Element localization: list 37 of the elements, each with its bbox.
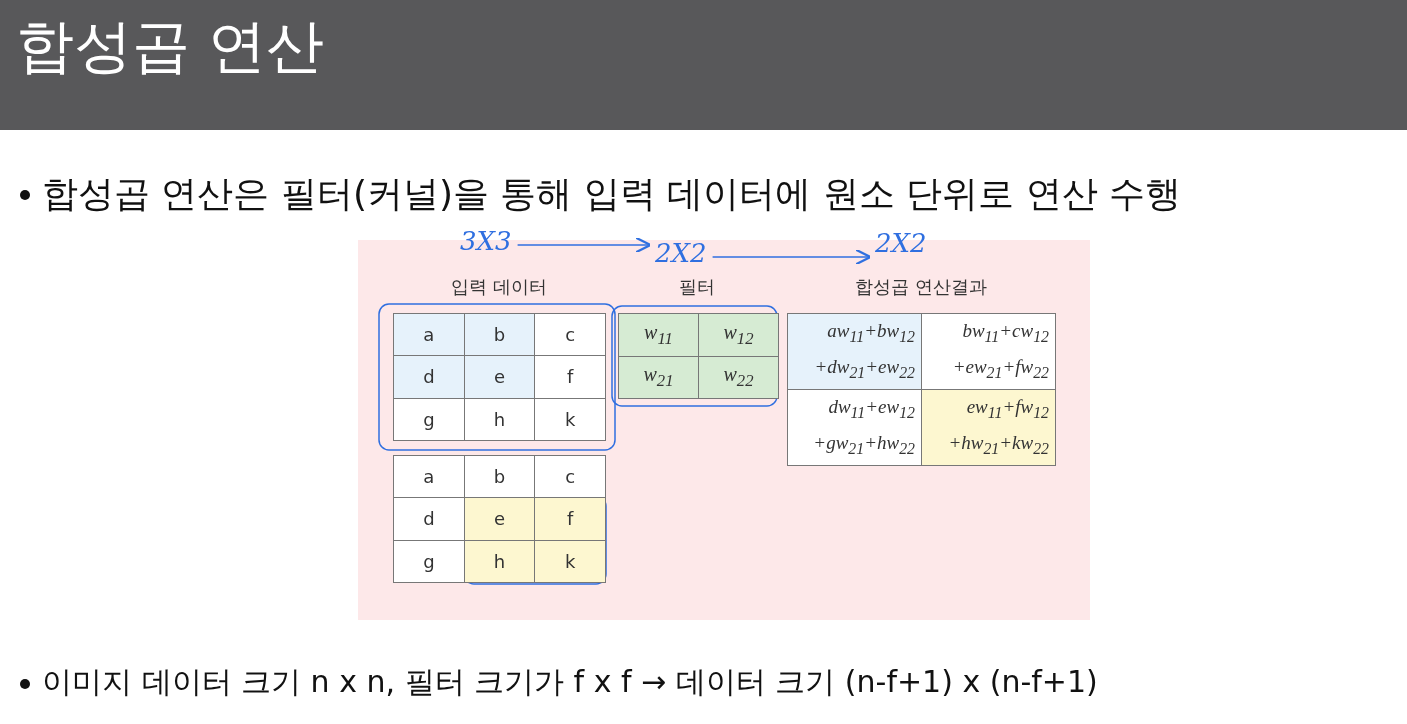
table-cell: h xyxy=(463,397,536,441)
handwritten-note: 2X2 xyxy=(875,228,927,258)
table-cell: b xyxy=(463,455,536,499)
table-cell: aw$_{11}$+bw$_{12}$ +dw$_{21}$+ew$_{22}$ xyxy=(787,313,922,390)
table-cell: d xyxy=(393,355,465,399)
bullet-text: 이미지 데이터 크기 n x n, 필터 크기가 f x f → 데이터 크기 (n-f+1) x (n-f+1) xyxy=(42,663,1098,701)
table-cell: k xyxy=(534,397,607,441)
handwritten-arrow xyxy=(711,248,872,266)
bullet-text: 합성곱 연산은 필터(커널)을 통해 입력 데이터에 원소 단위로 연산 수행 xyxy=(42,172,1182,216)
table-cell: a xyxy=(393,455,465,499)
table-cell: e xyxy=(463,497,536,541)
slide-title: 합성곱 연산 xyxy=(16,11,325,82)
table-cell: c xyxy=(534,455,607,499)
table-cell: w$_{22}$ xyxy=(698,355,779,399)
table-cell: f xyxy=(534,355,607,399)
table-cell: a xyxy=(393,313,465,357)
table-heading: 필터 xyxy=(679,275,715,299)
table-cell: e xyxy=(463,355,536,399)
table-cell: g xyxy=(393,397,465,441)
table-cell: d xyxy=(393,497,465,541)
table-cell: w$_{21}$ xyxy=(618,355,699,399)
handwritten-arrow xyxy=(516,236,652,254)
table-heading: 입력 데이터 xyxy=(451,275,547,299)
table-cell: w$_{12}$ xyxy=(698,313,779,357)
table-cell: h xyxy=(463,539,536,583)
table-cell: g xyxy=(393,539,465,583)
handwritten-note: 3X3 xyxy=(460,226,512,256)
table-cell: c xyxy=(534,313,607,357)
table-cell: dw$_{11}$+ew$_{12}$ +gw$_{21}$+hw$_{22}$ xyxy=(787,389,922,466)
handwritten-note: 2X2 xyxy=(655,238,707,268)
table-heading: 합성곱 연산결과 xyxy=(855,275,987,299)
table-cell: k xyxy=(534,539,607,583)
table-cell: w$_{11}$ xyxy=(618,313,699,357)
table-cell: ew$_{11}$+fw$_{12}$ +hw$_{21}$+kw$_{22}$ xyxy=(921,389,1056,466)
table-cell: b xyxy=(463,313,536,357)
table-cell: f xyxy=(534,497,607,541)
table-cell: bw$_{11}$+cw$_{12}$ +ew$_{21}$+fw$_{22}$ xyxy=(921,313,1056,390)
